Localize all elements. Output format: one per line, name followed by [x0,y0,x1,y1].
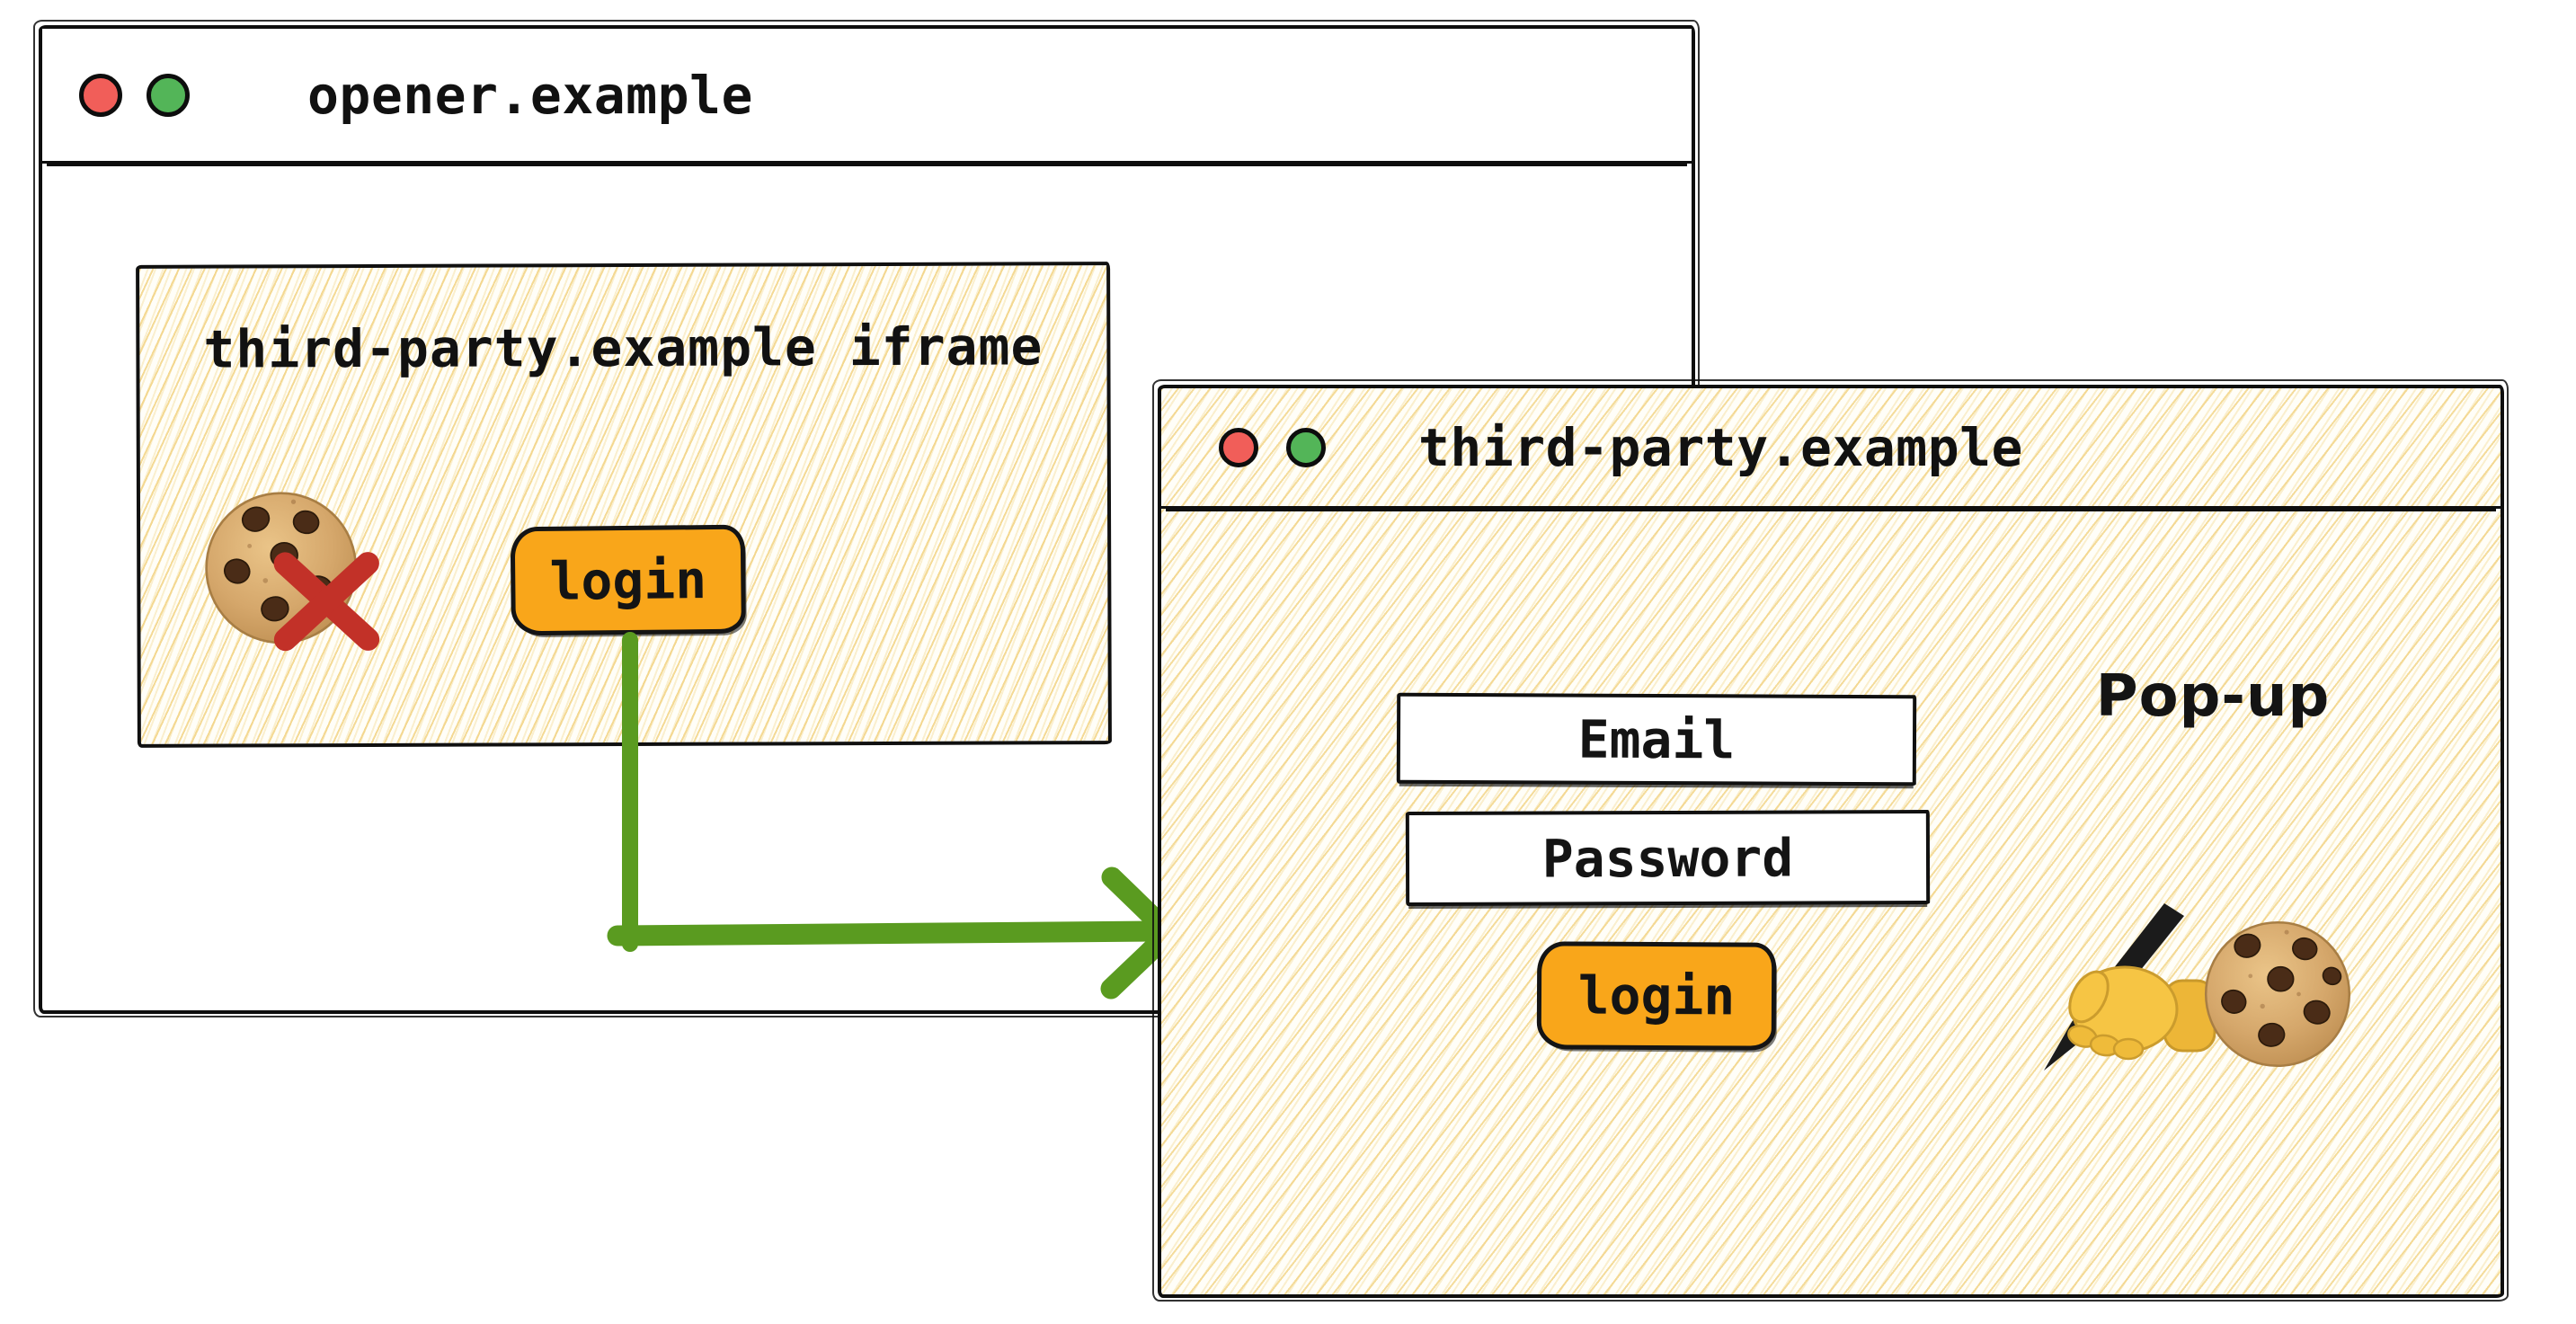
blocked-x-icon [271,550,381,653]
third-party-iframe: third-party.example iframe [136,262,1112,748]
opener-window-title: opener.example [307,64,753,126]
popup-window-title: third-party.example [1418,416,2023,478]
writing-hand-icon [2031,903,2222,1074]
close-button[interactable] [79,73,122,117]
opener-titlebar: opener.example [42,29,1692,164]
zoom-button[interactable] [1286,427,1326,467]
email-field[interactable] [1396,692,1917,786]
iframe-label: third-party.example iframe [203,315,1044,380]
password-field[interactable] [1405,809,1931,907]
cookie-icon [2202,919,2353,1070]
iframe-login-button[interactable]: login [510,524,746,636]
popup-window: third-party.example login Pop-up [1152,379,2509,1302]
popup-login-button[interactable]: login [1536,941,1777,1051]
close-button[interactable] [1219,427,1258,467]
popup-titlebar: third-party.example [1161,388,2500,509]
popup-caption: Pop-up [2095,663,2331,730]
zoom-button[interactable] [147,73,190,117]
